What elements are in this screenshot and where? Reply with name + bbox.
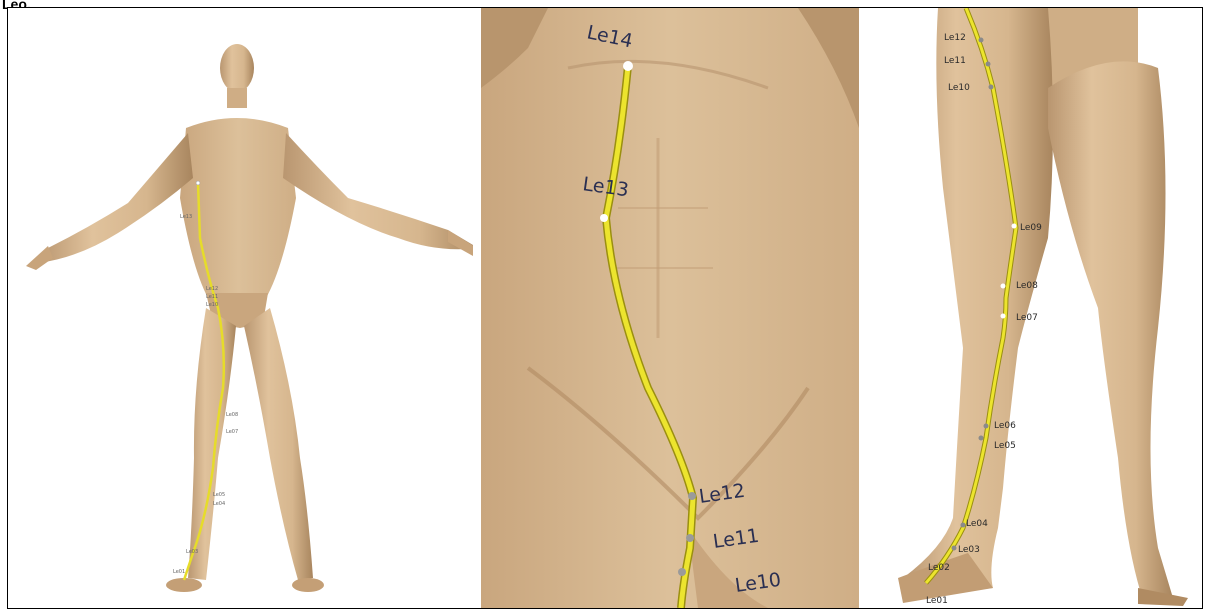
- point-marker: [686, 534, 694, 542]
- point-label: Le02: [928, 563, 950, 573]
- left-arm-shape: [38, 133, 193, 263]
- point-label: Le04: [966, 519, 988, 529]
- leg-back-shape: [1048, 61, 1173, 600]
- point-label: Le04: [213, 501, 225, 507]
- point-label: Le13: [180, 214, 192, 220]
- torso-shape: [180, 118, 296, 298]
- left-leg-shape: [188, 308, 236, 580]
- panel-leg: Le12Le11Le10Le09Le08Le07Le06Le05Le04Le03…: [898, 8, 1188, 606]
- point-marker: [623, 61, 633, 71]
- point-label: Le10: [948, 83, 970, 93]
- point-label: Le03: [186, 549, 198, 555]
- point-label: Le03: [958, 545, 980, 555]
- point-label: Le11: [944, 56, 966, 66]
- figure-canvas: Le13Le12Le11Le10Le08Le07Le05Le04Le03Le01…: [8, 8, 1202, 608]
- point-marker: [678, 568, 686, 576]
- leg-front-shape: [903, 8, 1053, 598]
- point-label: Le11: [206, 294, 218, 300]
- point-label: Le07: [1016, 313, 1038, 323]
- point-label: Le08: [226, 412, 238, 418]
- point-label: Le05: [213, 492, 225, 498]
- point-label: Le05: [994, 441, 1016, 451]
- point-label: Le06: [994, 421, 1016, 431]
- point-marker: [600, 214, 608, 222]
- point-marker: [688, 492, 696, 500]
- point-label: Le10: [206, 302, 218, 308]
- point-label: Le07: [226, 429, 238, 435]
- point-label: Le01: [173, 569, 185, 575]
- right-leg-shape: [244, 308, 313, 580]
- point-label: Le12: [206, 286, 218, 292]
- point-label: Le12: [944, 33, 966, 43]
- point-label: Le01: [926, 596, 948, 606]
- point-label: Le09: [1020, 223, 1042, 233]
- point-label: Le08: [1016, 281, 1038, 291]
- head-shape: [220, 44, 254, 92]
